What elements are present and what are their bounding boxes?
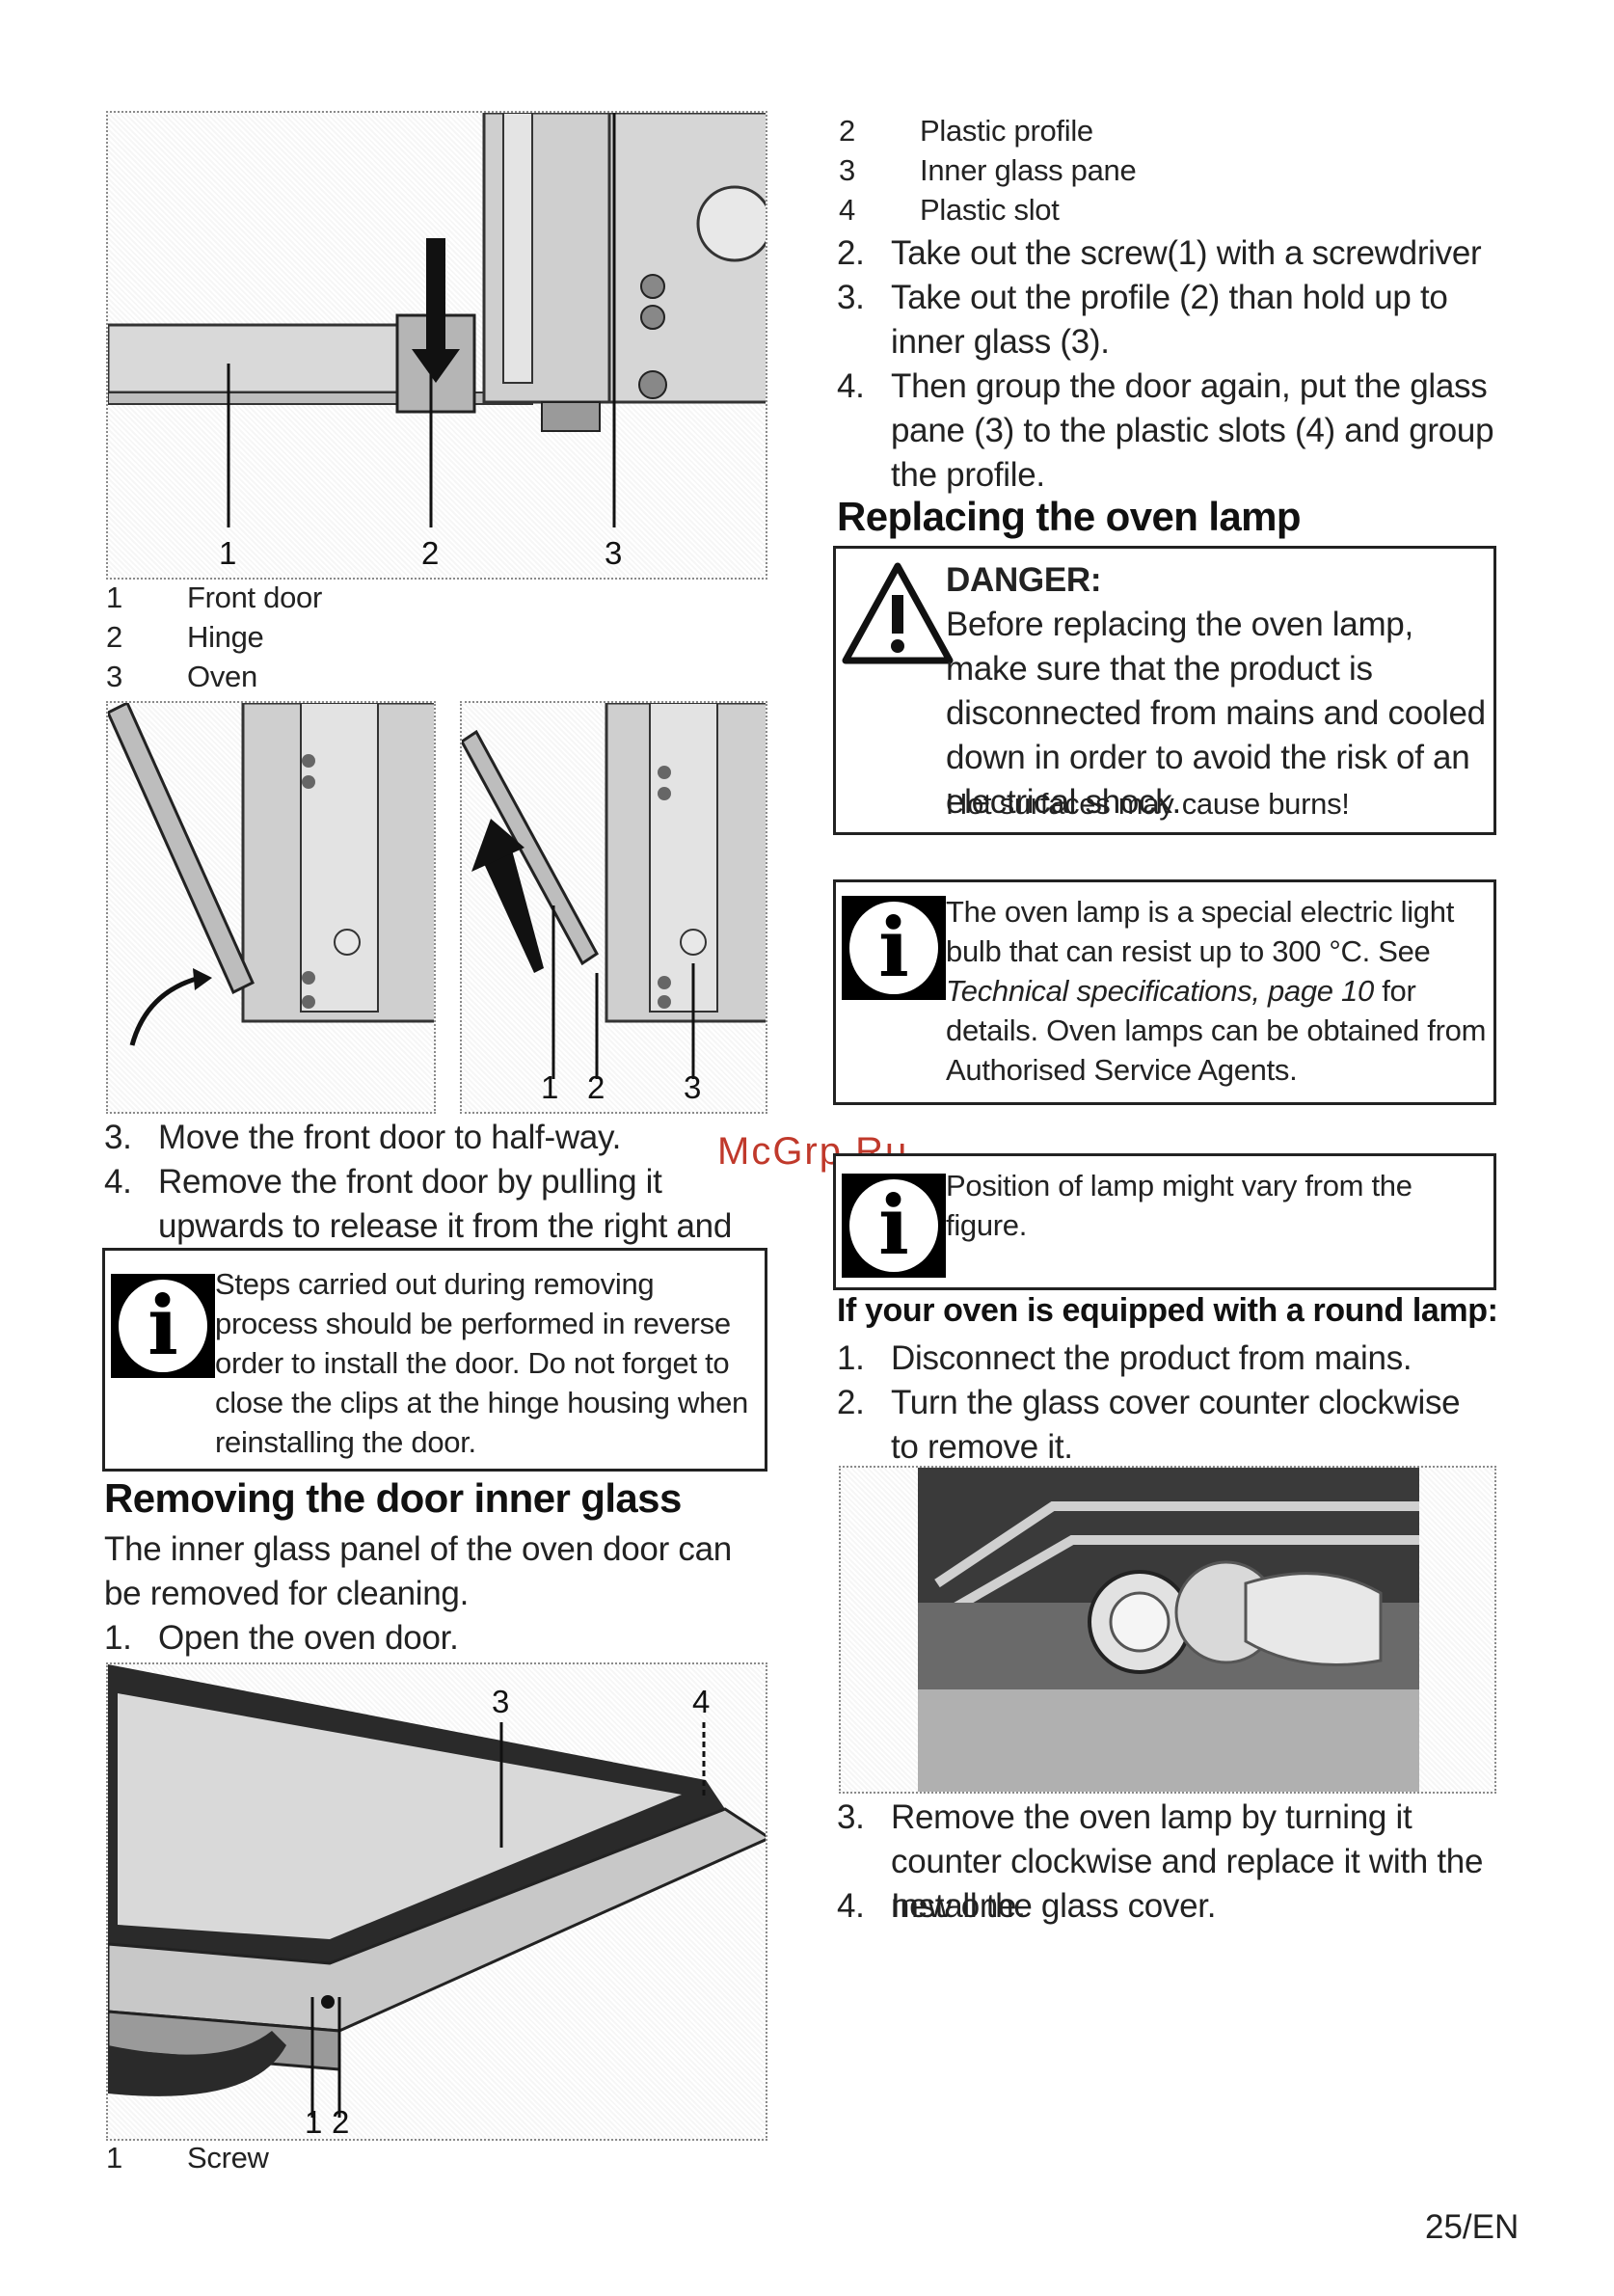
note-lamp-position-text: Position of lamp might vary from the fig…	[946, 1169, 1412, 1242]
legend-plastic-profile: 2 Plastic profile	[839, 114, 1093, 148]
hinge-illustration	[108, 113, 766, 527]
subheading-round-lamp: If your oven is equipped with a round la…	[837, 1292, 1498, 1329]
warning-triangle-icon	[842, 562, 954, 664]
heading-oven-lamp: Replacing the oven lamp	[837, 494, 1302, 539]
note-lamp-spec-text: The oven lamp is a special electric ligh…	[946, 895, 1487, 1087]
legend-hinge: 2 Hinge	[106, 620, 264, 654]
figure-inner-glass: 3 4 1 2	[106, 1662, 767, 2141]
danger-box: DANGER: Before replacing the oven lamp, …	[833, 546, 1496, 835]
legend-inner-glass-pane: 3 Inner glass pane	[839, 153, 1137, 187]
callout-3: 3	[605, 535, 623, 571]
spec-link[interactable]: Technical specifications, page 10	[946, 974, 1374, 1008]
info-icon: i	[107, 1270, 219, 1382]
note-reinstall: i Steps carried out during removing proc…	[102, 1248, 767, 1472]
note-reinstall-text: Steps carried out during removing proces…	[215, 1267, 748, 1459]
figure-door-halfway	[106, 701, 436, 1114]
page-number: 25/EN	[1425, 2208, 1520, 2246]
heading-inner-glass: Removing the door inner glass	[104, 1475, 682, 1521]
info-icon: i	[838, 1170, 950, 1282]
callout-2: 2	[421, 535, 440, 571]
legend-front-door: 1 Front door	[106, 581, 323, 614]
callout-3: 3	[684, 1069, 702, 1105]
callout-4: 4	[692, 1684, 711, 1719]
oven-lamp-illustration	[918, 1468, 1419, 1792]
inner-glass-intro: The inner glass panel of the oven door c…	[104, 1530, 732, 1612]
legend-screw: 1 Screw	[106, 2141, 269, 2174]
info-icon: i	[838, 892, 950, 1004]
callout-2: 2	[332, 2104, 350, 2140]
callout-1: 1	[305, 2104, 323, 2140]
legend-oven: 3 Oven	[106, 660, 257, 693]
callout-1: 1	[541, 1069, 559, 1105]
danger-title: DANGER:	[946, 561, 1102, 599]
danger-text: Before replacing the oven lamp, make sur…	[946, 606, 1486, 821]
door-halfway-illustration	[108, 703, 434, 1046]
figure-hinge: 1 2 3	[106, 111, 767, 580]
note-lamp-position: i Position of lamp might vary from the f…	[833, 1153, 1496, 1290]
callout-3: 3	[492, 1684, 510, 1719]
inner-glass-illustration	[108, 1664, 766, 2118]
note-lamp-spec: i The oven lamp is a special electric li…	[833, 879, 1496, 1105]
figure-oven-lamp	[839, 1466, 1496, 1794]
figure-door-removal: 1 2 3	[460, 701, 767, 1114]
callout-1: 1	[219, 535, 237, 571]
callout-2: 2	[587, 1069, 605, 1105]
legend-plastic-slot: 4 Plastic slot	[839, 193, 1060, 227]
door-removal-illustration	[462, 703, 766, 1079]
danger-sub: Hot surfaces may cause burns!	[946, 787, 1350, 821]
